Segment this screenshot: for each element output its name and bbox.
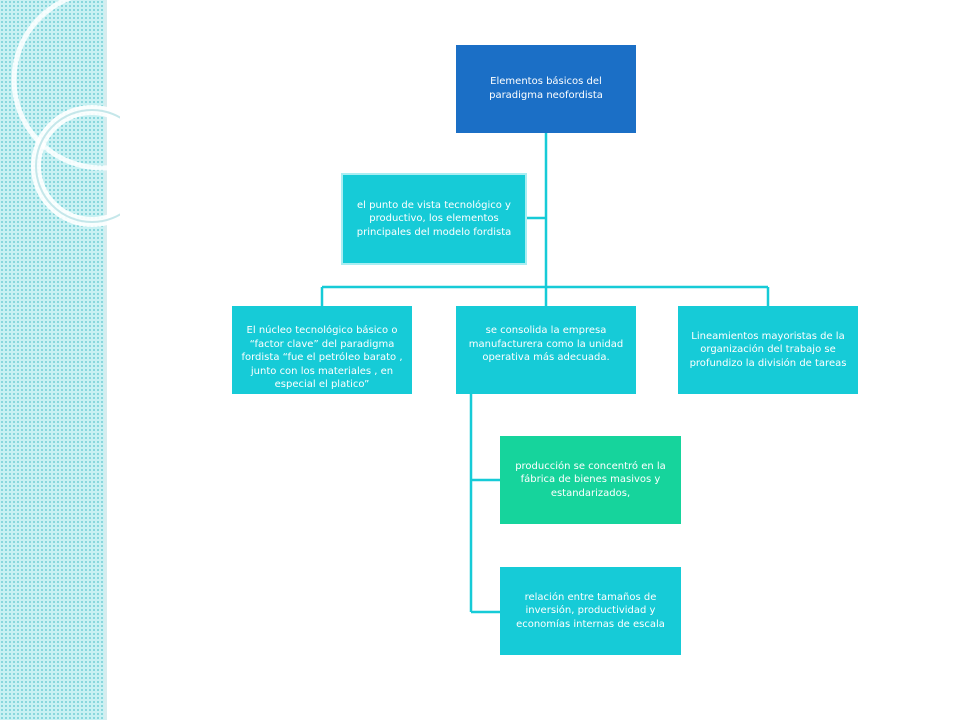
sidebar-edge — [104, 0, 107, 720]
child-node-produccion: producción se concentró en la fábrica de… — [500, 436, 681, 524]
decorative-circles — [11, 0, 120, 227]
level1-node-lineamientos: Lineamientos mayoristas de la organizaci… — [678, 306, 858, 394]
level1-node-nucleo-tecnologico: El núcleo tecnológico básico o “factor c… — [232, 306, 412, 394]
assistant-node: el punto de vista tecnológico y producti… — [341, 173, 527, 265]
child-node-relacion-inversion: relación entre tamaños de inversión, pro… — [500, 567, 681, 655]
root-node: Elementos básicos del paradigma neofordi… — [456, 45, 636, 133]
level1-node-empresa-manufacturera: se consolida la empresa manufacturera co… — [456, 306, 636, 394]
